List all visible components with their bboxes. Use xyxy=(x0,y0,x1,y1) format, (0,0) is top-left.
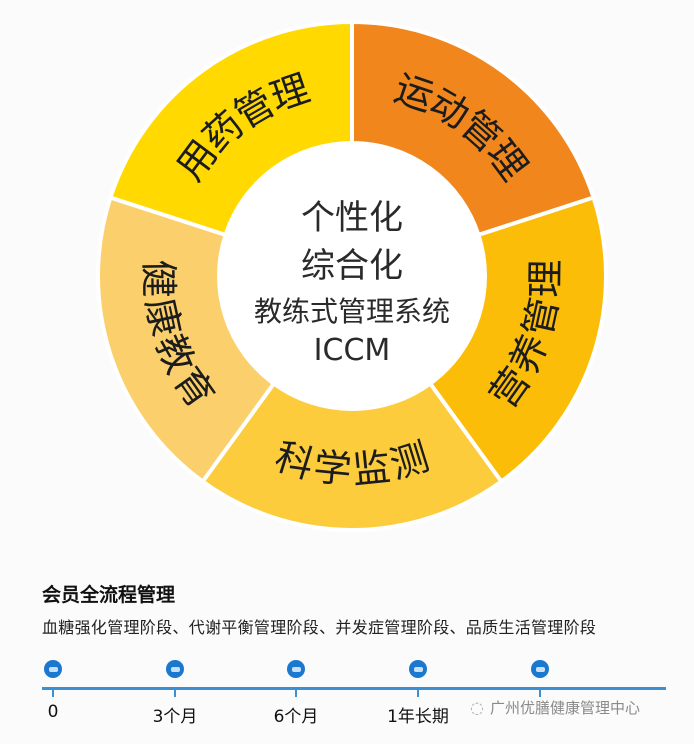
segment-label-char: 健 xyxy=(136,259,180,298)
timeline-marker-icon xyxy=(166,660,184,678)
timeline-label: 3个月 xyxy=(152,707,198,727)
center-line-3: 教练式管理系统 xyxy=(254,295,450,328)
center-line-1: 个性化 xyxy=(301,198,403,238)
segment-label-char: 监 xyxy=(350,445,392,493)
timeline-label: 0 xyxy=(47,702,59,722)
timeline-axis xyxy=(42,687,666,690)
timeline-label: 6个月 xyxy=(273,707,319,727)
watermark: ◌ 广州优膳健康管理中心 xyxy=(470,697,640,718)
timeline-tick xyxy=(174,688,176,697)
timeline-marker-icon xyxy=(44,660,62,678)
process-title: 会员全流程管理 xyxy=(42,584,176,606)
timeline-label: 1年长期 xyxy=(387,707,449,727)
watermark-text: 广州优膳健康管理中心 xyxy=(489,699,640,717)
segment-label-char: 学 xyxy=(311,445,353,493)
timeline-tick xyxy=(52,688,54,697)
timeline-tick xyxy=(295,688,297,697)
timeline: 0 3个月 6个月 1年长期 xyxy=(0,650,694,744)
timeline-tick xyxy=(539,688,541,697)
center-line-4: ICCM xyxy=(314,333,391,368)
center-circle xyxy=(219,143,485,409)
wechat-icon: ◌ xyxy=(470,698,484,717)
timeline-marker-icon xyxy=(287,660,305,678)
segment-label-char: 理 xyxy=(523,259,567,298)
process-stages: 血糖强化管理阶段、代谢平衡管理阶段、并发症管理阶段、品质生活管理阶段 xyxy=(42,618,597,637)
segment-label-char: 管 xyxy=(516,294,567,340)
timeline-marker-icon xyxy=(409,660,427,678)
timeline-tick xyxy=(417,688,419,697)
segment-label-char: 康 xyxy=(137,294,188,340)
timeline-marker-icon xyxy=(531,660,549,678)
center-line-2: 综合化 xyxy=(301,246,403,286)
